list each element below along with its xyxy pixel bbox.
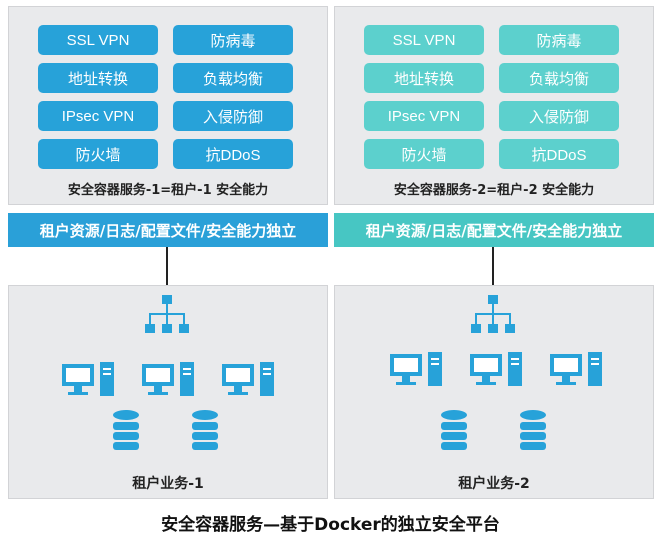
ipsec-vpn-tile: IPsec VPN [364,101,484,131]
computer-icon [390,352,442,386]
load-balance-tile: 负载均衡 [173,63,293,93]
computer-icon [470,352,522,386]
right-isolation-bar: 租户资源/日志/配置文件/安全能力独立 [334,213,654,247]
left-caption: 安全容器服务-1=租户-1 安全能力 [67,183,269,198]
ssl-vpn-tile: SSL VPN [364,25,484,55]
right-connector-line [492,247,494,285]
database-icon [520,410,546,450]
nat-tile: 地址转换 [38,63,158,93]
computer-icon [142,362,194,396]
left-connector-line [166,247,168,285]
computer-icon [62,362,114,396]
ips-tile: 入侵防御 [499,101,619,131]
load-balance-tile: 负载均衡 [499,63,619,93]
antivirus-tile: 防病毒 [173,25,293,55]
antivirus-tile: 防病毒 [499,25,619,55]
ipsec-vpn-tile: IPsec VPN [38,101,158,131]
ips-tile: 入侵防御 [173,101,293,131]
firewall-tile: 防火墙 [364,139,484,169]
network-topology-icon [471,295,515,333]
database-icon [192,410,218,450]
right-tenant-label: 租户业务-2 [458,476,530,492]
network-topology-icon [145,295,189,333]
computer-icon [550,352,602,386]
database-icon [441,410,467,450]
ssl-vpn-tile: SSL VPN [38,25,158,55]
anti-ddos-tile: 抗DDoS [499,139,619,169]
computer-icon [222,362,274,396]
database-icon [113,410,139,450]
anti-ddos-tile: 抗DDoS [173,139,293,169]
left-tenant-label: 租户业务-1 [132,476,204,492]
right-caption: 安全容器服务-2=租户-2 安全能力 [393,183,595,198]
firewall-tile: 防火墙 [38,139,158,169]
diagram-title: 安全容器服务—基于Docker的独立安全平台 [161,515,500,535]
left-isolation-bar: 租户资源/日志/配置文件/安全能力独立 [8,213,328,247]
nat-tile: 地址转换 [364,63,484,93]
